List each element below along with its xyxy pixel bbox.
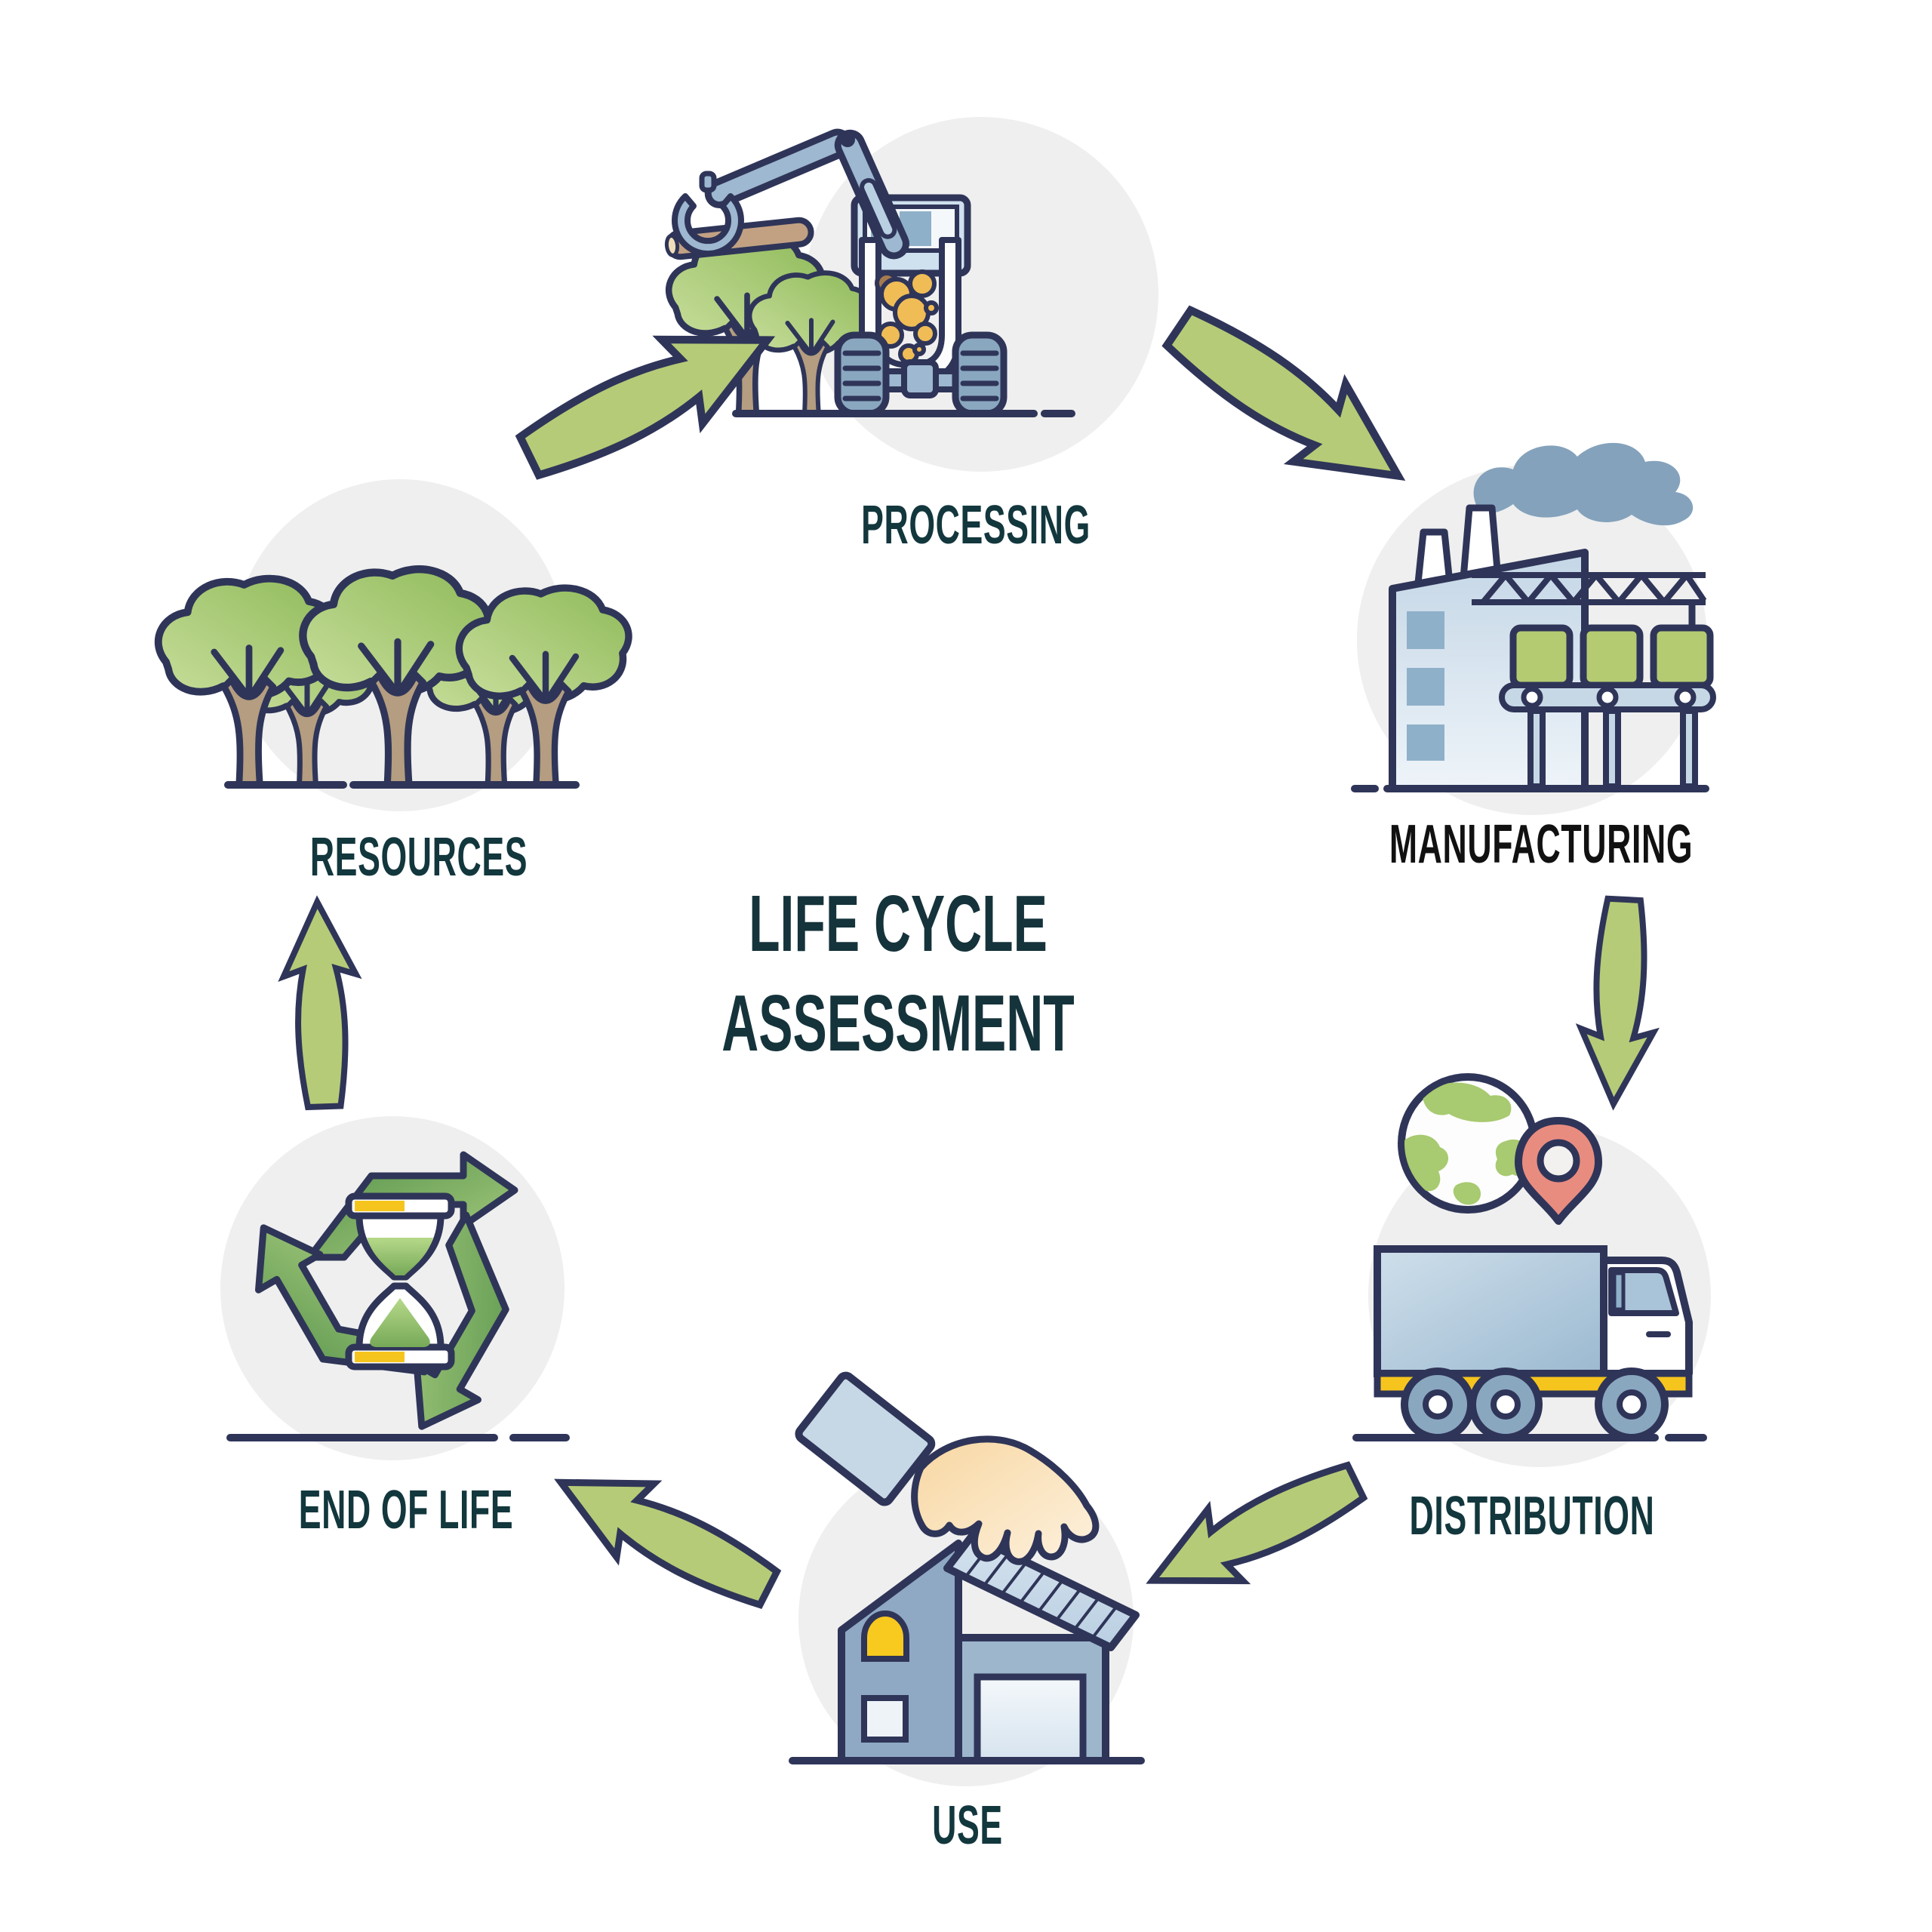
forest-trees-icon bbox=[181, 475, 619, 792]
factory-icon bbox=[1351, 442, 1716, 792]
arrow-resources-to-processing bbox=[495, 284, 802, 511]
stage-label-resources: RESOURCES bbox=[309, 827, 528, 888]
diagram-title: LIFE CYCLE ASSESSMENT bbox=[657, 874, 1140, 1073]
stage-label-use: USE bbox=[932, 1795, 1003, 1856]
hand-house-icon bbox=[789, 1371, 1145, 1764]
forest-harvester-icon bbox=[664, 128, 1075, 417]
arrow-end-of-life-to-resources bbox=[268, 893, 374, 1115]
stage-label-distribution: DISTRIBUTION bbox=[1409, 1486, 1655, 1546]
arrow-manufacturing-to-distribution bbox=[1564, 891, 1674, 1114]
arrow-use-to-end-of-life bbox=[529, 1432, 799, 1639]
title-line-1: LIFE CYCLE bbox=[749, 879, 1048, 968]
stage-label-processing: PROCESSING bbox=[861, 495, 1091, 555]
stage-label-end-of-life: END OF LIFE bbox=[298, 1480, 514, 1540]
truck-globe-pin-icon bbox=[1352, 1073, 1707, 1441]
arrow-processing-to-manufacturing bbox=[1139, 275, 1440, 530]
title-line-2: ASSESSMENT bbox=[721, 979, 1075, 1068]
stage-label-manufacturing: MANUFACTURING bbox=[1389, 814, 1694, 875]
recycle-hourglass-icon bbox=[226, 1151, 570, 1441]
